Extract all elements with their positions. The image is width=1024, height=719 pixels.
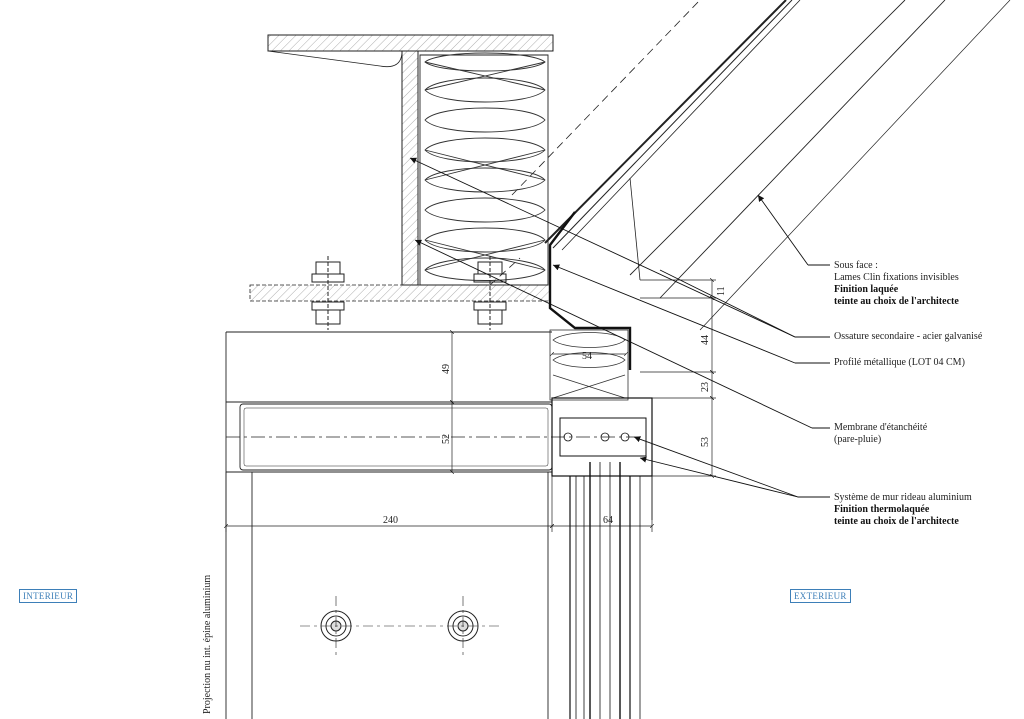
- dimension-53: 53: [700, 437, 711, 447]
- mur-rideau-line1: Système de mur rideau aluminium: [834, 492, 972, 503]
- metallic-profile: [548, 211, 632, 370]
- exterior-zone-tag: EXTERIEUR: [790, 589, 851, 603]
- annotation-profile: Profilé métallique (LOT 04 CM): [834, 357, 965, 368]
- dimension-52: 52: [441, 434, 452, 444]
- sous-face-line1: Sous face :: [834, 260, 878, 271]
- bolt-assemblies: [311, 256, 507, 330]
- facade-insulation: [549, 329, 629, 401]
- dimension-23: 23: [700, 382, 711, 392]
- sloped-roof-cladding: [489, 0, 1011, 331]
- dimension-11: 11: [716, 286, 727, 296]
- sous-face-line4: teinte au choix de l'architecte: [834, 296, 959, 307]
- dimension-64: 64: [603, 515, 613, 526]
- membrane-line2: (pare-pluie): [834, 434, 882, 445]
- annotation-membrane: Membrane d'étanchéité (pare-pluie): [834, 422, 927, 446]
- mur-rideau-line3: teinte au choix de l'architecte: [834, 516, 959, 527]
- annotation-mur-rideau: Système de mur rideau aluminium Finition…: [834, 492, 972, 528]
- dimension-240: 240: [383, 515, 398, 526]
- dimension-lines: [226, 280, 716, 532]
- mur-rideau-line2: Finition thermolaquée: [834, 504, 930, 515]
- steel-i-beam: [249, 34, 554, 302]
- sous-face-line3: Finition laquée: [834, 284, 899, 295]
- interior-zone-tag: INTERIEUR: [19, 589, 78, 603]
- insulation-batts: [419, 52, 549, 286]
- membrane-line1: Membrane d'étanchéité: [834, 422, 928, 433]
- anchor-rings: [300, 596, 500, 656]
- sous-face-line2: Lames Clin fixations invisibles: [834, 272, 959, 283]
- annotation-sous-face: Sous face : Lames Clin fixations invisib…: [834, 260, 959, 308]
- annotation-ossature: Ossature secondaire - acier galvanisé: [834, 331, 983, 342]
- dimension-54: 54: [582, 351, 592, 362]
- dimension-49: 49: [441, 364, 452, 374]
- dimension-44: 44: [700, 335, 711, 345]
- projection-label: Projection nu int. épine aluminium: [202, 574, 213, 714]
- curtain-wall-mullion: [551, 397, 653, 719]
- leader-lines: [409, 157, 830, 498]
